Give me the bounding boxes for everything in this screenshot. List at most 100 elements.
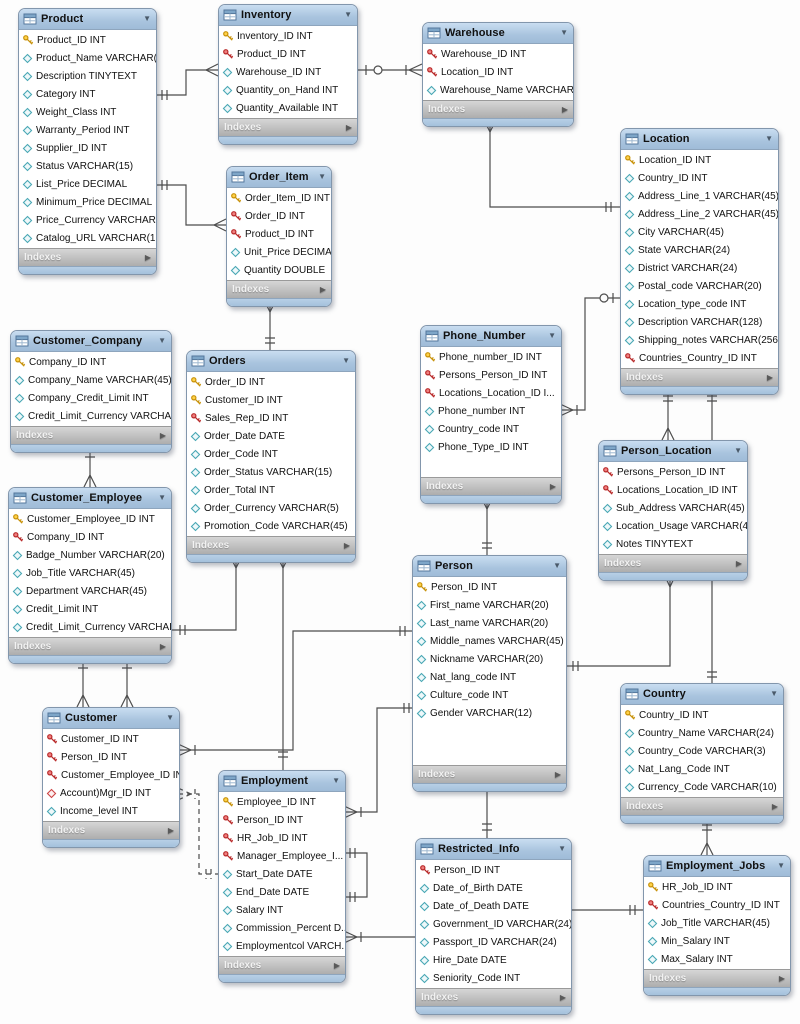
field-row[interactable]: Product_ID INT (227, 225, 331, 243)
field-row[interactable]: Account)Mgr_ID INT (43, 784, 179, 802)
field-row[interactable]: Country_ID INT (621, 706, 783, 724)
expand-arrow-icon[interactable]: ▶ (554, 770, 561, 779)
field-row[interactable]: Phone_Type_ID INT (421, 438, 561, 456)
field-row[interactable]: First_name VARCHAR(20) (413, 596, 566, 614)
field-row[interactable]: Order_ID INT (187, 373, 355, 391)
field-row[interactable]: Location_ID INT (423, 63, 573, 81)
field-row[interactable]: Person_ID INT (43, 748, 179, 766)
field-row[interactable]: Sub_Address VARCHAR(45) (599, 499, 747, 517)
table-header[interactable]: Location▼ (621, 129, 778, 150)
field-row[interactable]: Company_ID INT (11, 353, 171, 371)
table-Inventory[interactable]: Inventory▼ Inventory_ID INT Product_ID I… (218, 4, 358, 145)
field-row[interactable]: Nat_lang_code INT (413, 668, 566, 686)
field-row[interactable]: Location_ID INT (621, 151, 778, 169)
field-row[interactable]: Phone_number INT (421, 402, 561, 420)
field-row[interactable]: Postal_code VARCHAR(20) (621, 277, 778, 295)
field-row[interactable]: Last_name VARCHAR(20) (413, 614, 566, 632)
field-row[interactable]: Warehouse_Name VARCHAR(45) (423, 81, 573, 99)
relationship-Employment-Employment[interactable] (344, 852, 368, 898)
collapse-arrow-icon[interactable]: ▼ (765, 134, 773, 143)
table-Customer[interactable]: Customer▼ Customer_ID INT Person_ID INT … (42, 707, 180, 848)
table-header[interactable]: Employment_Jobs▼ (644, 856, 790, 877)
relationship-Orders-Customer_Employee[interactable] (170, 556, 237, 631)
field-row[interactable]: Sales_Rep_ID INT (187, 409, 355, 427)
field-row[interactable]: Country_Code VARCHAR(3) (621, 742, 783, 760)
table-Employment_Jobs[interactable]: Employment_Jobs▼ HR_Job_ID INT Countries… (643, 855, 791, 996)
field-row[interactable]: State VARCHAR(24) (621, 241, 778, 259)
field-row[interactable]: Commission_Percent D... (219, 919, 345, 937)
field-row[interactable]: Country_Name VARCHAR(24) (621, 724, 783, 742)
collapse-arrow-icon[interactable]: ▼ (777, 861, 785, 870)
field-row[interactable]: Person_ID INT (413, 578, 566, 596)
collapse-arrow-icon[interactable]: ▼ (344, 10, 352, 19)
relationship-Inventory-Warehouse[interactable] (365, 63, 423, 77)
indexes-row[interactable]: Indexes▶ (9, 637, 171, 655)
field-row[interactable]: End_Date DATE (219, 883, 345, 901)
table-header[interactable]: Person▼ (413, 556, 566, 577)
relationship-Employment-Employment[interactable] (349, 848, 356, 902)
field-row[interactable]: District VARCHAR(24) (621, 259, 778, 277)
field-row[interactable]: HR_Job_ID INT (644, 878, 790, 896)
indexes-row[interactable]: Indexes▶ (423, 100, 573, 118)
table-header[interactable]: Phone_Number▼ (421, 326, 561, 347)
field-row[interactable]: Unit_Price DECIMAL (227, 243, 331, 261)
table-Restricted_Info[interactable]: Restricted_Info▼ Person_ID INT Date_of_B… (415, 838, 572, 1015)
relationship-Product-Inventory[interactable] (155, 69, 218, 96)
field-row[interactable]: List_Price DECIMAL (19, 175, 156, 193)
table-Customer_Company[interactable]: Customer_Company▼ Company_ID INT Company… (10, 330, 172, 453)
field-row[interactable]: Countries_Country_ID INT (644, 896, 790, 914)
expand-arrow-icon[interactable]: ▶ (778, 974, 785, 983)
table-Customer_Employee[interactable]: Customer_Employee▼ Customer_Employee_ID … (8, 487, 172, 664)
field-row[interactable]: Max_Salary INT (644, 950, 790, 968)
expand-arrow-icon[interactable]: ▶ (159, 642, 166, 651)
relationship-Customer-Employment[interactable] (177, 787, 212, 879)
table-Location[interactable]: Location▼ Location_ID INT Country_ID INT… (620, 128, 779, 395)
table-header[interactable]: Customer▼ (43, 708, 179, 729)
field-row[interactable]: Income_level INT (43, 802, 179, 820)
relationship-Orders-Customer_Employee[interactable] (179, 555, 243, 635)
expand-arrow-icon[interactable]: ▶ (345, 123, 352, 132)
field-row[interactable]: Seniority_Code INT (416, 969, 571, 987)
expand-arrow-icon[interactable]: ▶ (771, 802, 778, 811)
field-row[interactable]: Countries_Country_ID INT (621, 349, 778, 367)
table-Orders[interactable]: Orders▼ Order_ID INT Customer_ID INT Sal… (186, 350, 356, 563)
field-row[interactable]: Category INT (19, 85, 156, 103)
field-row[interactable]: City VARCHAR(45) (621, 223, 778, 241)
relationship-Employment-Restricted_Info[interactable] (343, 930, 362, 944)
field-row[interactable]: Customer_ID INT (43, 730, 179, 748)
table-header[interactable]: Customer_Company▼ (11, 331, 171, 352)
relationship-Customer-Employment[interactable] (178, 793, 218, 875)
table-Order_Item[interactable]: Order_Item▼ Order_Item_ID INT Order_ID I… (226, 166, 332, 307)
field-row[interactable]: Badge_Number VARCHAR(20) (9, 546, 171, 564)
expand-arrow-icon[interactable]: ▶ (561, 105, 568, 114)
field-row[interactable]: Product_ID INT (219, 45, 357, 63)
collapse-arrow-icon[interactable]: ▼ (558, 844, 566, 853)
table-Person_Location[interactable]: Person_Location▼ Persons_Person_ID INT L… (598, 440, 748, 581)
field-row[interactable]: Minimum_Price DECIMAL (19, 193, 156, 211)
field-row[interactable]: Company_Credit_Limit INT (11, 389, 171, 407)
indexes-row[interactable]: Indexes▶ (227, 280, 331, 298)
table-header[interactable]: Person_Location▼ (599, 441, 747, 462)
field-row[interactable]: Culture_code INT (413, 686, 566, 704)
indexes-row[interactable]: Indexes▶ (421, 477, 561, 495)
relationship-Product-Order_Item[interactable] (161, 180, 227, 232)
expand-arrow-icon[interactable]: ▶ (559, 993, 566, 1002)
field-row[interactable]: Hire_Date DATE (416, 951, 571, 969)
field-row[interactable]: Phone_number_ID INT (421, 348, 561, 366)
expand-arrow-icon[interactable]: ▶ (766, 373, 773, 382)
field-row[interactable]: HR_Job_ID INT (219, 829, 345, 847)
field-row[interactable]: Order_Total INT (187, 481, 355, 499)
field-row[interactable]: Currency_Code VARCHAR(10) (621, 778, 783, 796)
collapse-arrow-icon[interactable]: ▼ (770, 689, 778, 698)
expand-arrow-icon[interactable]: ▶ (549, 482, 556, 491)
relationship-Person-Restricted_Info[interactable] (482, 823, 492, 831)
relationship-Customer-Person[interactable] (178, 630, 412, 751)
relationship-Product-Order_Item[interactable] (155, 184, 226, 226)
field-row[interactable]: Customer_Employee_ID INT (9, 510, 171, 528)
expand-arrow-icon[interactable]: ▶ (735, 559, 742, 568)
field-row[interactable]: Gender VARCHAR(12) (413, 704, 566, 722)
expand-arrow-icon[interactable]: ▶ (159, 431, 166, 440)
indexes-row[interactable]: Indexes▶ (219, 118, 357, 136)
field-row[interactable]: Warehouse_ID INT (219, 63, 357, 81)
expand-arrow-icon[interactable]: ▶ (333, 961, 340, 970)
